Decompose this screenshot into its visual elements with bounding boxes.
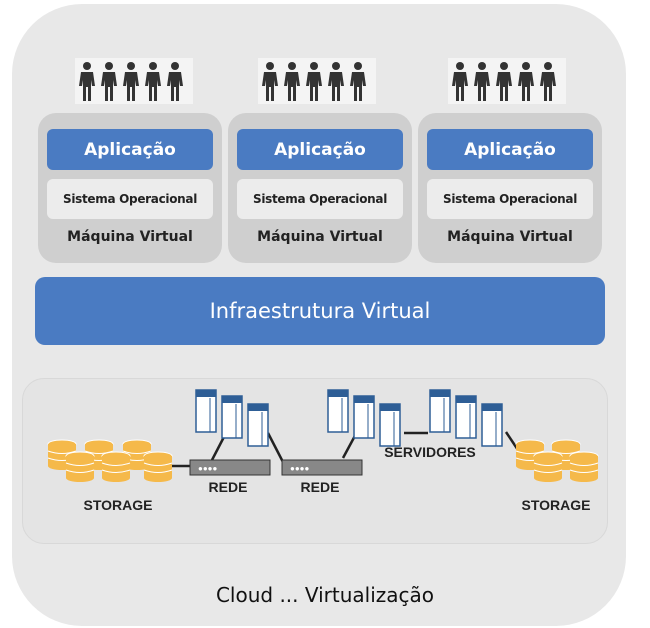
virtual-machine-1: Aplicação Sistema Operacional Máquina Vi… [38,113,222,263]
application-layer: Aplicação [47,129,213,170]
servers-group-3-icon [429,389,503,447]
users-group-icon [448,58,566,104]
diagram-caption: Cloud ... Virtualização [215,583,435,607]
users-group-icon [258,58,376,104]
operating-system-layer: Sistema Operacional [237,179,403,219]
network-switch-2-icon: ●●●● [281,459,363,476]
operating-system-layer: Sistema Operacional [47,179,213,219]
virtual-machine-label: Máquina Virtual [257,229,383,245]
servers-group-2-icon [327,389,401,447]
servers-label: SERVIDORES [384,444,476,460]
virtual-machine-2: Aplicação Sistema Operacional Máquina Vi… [228,113,412,263]
network-2-label: REDE [301,479,340,495]
virtual-machine-3: Aplicação Sistema Operacional Máquina Vi… [418,113,602,263]
network-switch-1-icon: ●●●● [189,459,271,476]
virtual-infrastructure-layer: Infraestrutura Virtual [35,277,605,345]
operating-system-layer: Sistema Operacional [427,179,593,219]
storage-right-label: STORAGE [522,497,591,513]
network-1-label: REDE [209,479,248,495]
svg-text:●●●●: ●●●● [290,464,309,473]
storage-left-label: STORAGE [84,497,153,513]
svg-text:●●●●: ●●●● [198,464,217,473]
servers-group-1-icon [195,389,269,447]
storage-left-icon [47,439,173,483]
storage-right-icon [515,439,599,483]
application-layer: Aplicação [237,129,403,170]
application-layer: Aplicação [427,129,593,170]
virtual-machine-label: Máquina Virtual [67,229,193,245]
virtual-machine-label: Máquina Virtual [447,229,573,245]
users-group-icon [75,58,193,104]
